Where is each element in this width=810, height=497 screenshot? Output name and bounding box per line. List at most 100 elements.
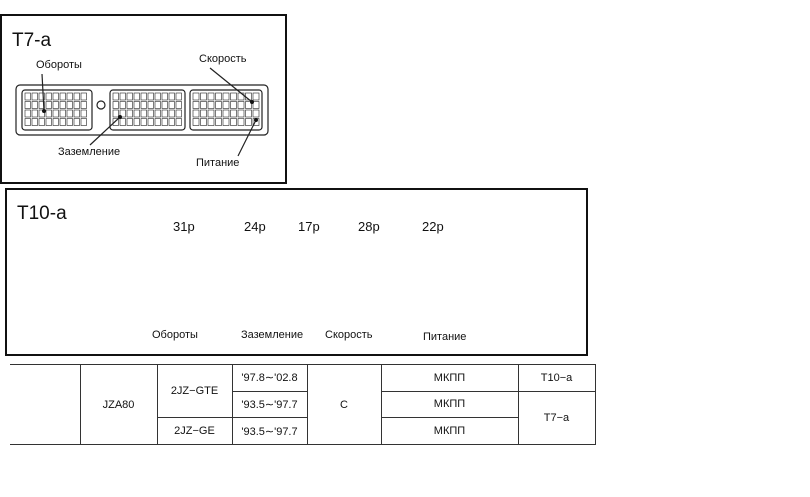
pin-cell [161,101,168,109]
pin-cell [215,92,222,101]
t7a-rpm-pin [42,109,46,113]
trans-type-cell: C [306,364,382,445]
pin-cell [140,92,147,101]
pin-cell [168,118,175,126]
pin-cell [245,109,252,118]
pin-cell [24,92,31,101]
pin-cell [45,109,52,118]
t7a-power-label: Питание [196,157,240,169]
pin-cell [215,118,222,126]
t10a-pins-31p: 31p [173,219,195,234]
t10a-pins-22p: 22p [422,219,444,234]
pin-cell [154,109,161,118]
engine-cell: 2JZ−GTE [156,363,233,419]
t7a-locator-hole [96,100,106,110]
table-blank-cell [10,364,81,445]
t10a-pins-17p: 17p [298,219,320,234]
pin-cell [147,109,154,118]
t7a-connector-panel [0,14,287,184]
pin-cell [24,118,31,126]
pin-cell [119,101,126,109]
pin-cell [230,101,237,109]
t7a-block-1 [21,89,93,131]
pin-cell [52,109,59,118]
pin-cell [230,109,237,118]
pin-cell [147,118,154,126]
pin-cell [237,118,245,126]
pin-cell [147,92,154,101]
t7a-speed-leader [209,67,253,103]
t7a-title: T7-a [12,30,52,51]
gearbox-cell: МКПП [380,390,519,419]
pin-cell [168,109,175,118]
pin-cell [222,118,230,126]
period-cell: '93.5∼'97.7 [231,417,308,445]
pin-cell [38,109,45,118]
pin-cell [59,101,66,109]
pin-cell [73,109,80,118]
t10a-rpm-label: Обороты [152,329,198,341]
t10a-pins-24p: 24p [244,219,266,234]
pin-cell [252,101,260,109]
pin-cell [24,101,31,109]
pin-cell [80,101,87,109]
pin-cell [207,118,215,126]
pin-cell [31,118,38,126]
pin-cell [66,92,73,101]
pin-cell [31,92,38,101]
pin-cell [73,118,80,126]
pin-cell [161,92,168,101]
pin-cell [31,109,38,118]
pin-cell [80,109,87,118]
pin-cell [38,101,45,109]
t10a-power-label: Питание [423,331,467,343]
pin-cell [133,92,140,101]
pin-cell [200,92,207,101]
pin-cell [200,118,207,126]
connector-cell: T7−a [517,390,596,446]
t10a-connector-panel [5,188,588,356]
pin-cell [59,118,66,126]
pin-cell [52,92,59,101]
pin-cell [175,92,182,101]
t10a-pins-28p: 28p [358,219,380,234]
t10a-title: T10-a [17,203,67,224]
t7a-rpm-label: Обороты [36,59,82,71]
pin-cell [154,101,161,109]
pin-cell [222,109,230,118]
pin-cell [207,92,215,101]
pin-cell [175,109,182,118]
t7a-speed-label: Скорость [199,53,247,65]
pin-cell [73,92,80,101]
application-table: JZA80 2JZ−GTE '97.8∼'02.8 C МКПП T10−a '… [10,363,596,446]
t10a-speed-label: Скорость [325,329,373,341]
t7a-ground-leader [89,116,121,146]
t7a-power-pin [254,118,258,122]
pin-cell [45,101,52,109]
pin-cell [66,109,73,118]
pin-cell [230,118,237,126]
pin-cell [126,101,133,109]
pin-cell [52,101,59,109]
period-cell: '93.5∼'97.7 [231,390,308,419]
pin-cell [119,109,126,118]
pin-cell [126,92,133,101]
t7a-pin-markers [42,100,258,122]
pin-cell [140,109,147,118]
pin-cell [252,109,260,118]
pin-cell [126,118,133,126]
pin-cell [45,92,52,101]
pin-cell [112,109,119,118]
pin-cell [133,101,140,109]
pin-cell [222,92,230,101]
t7a-ground-label: Заземление [58,146,121,158]
pin-cell [80,118,87,126]
t7a-block-3 [189,89,263,131]
t7a-ground-pin [118,115,122,119]
pin-cell [215,101,222,109]
pin-cell [192,109,200,118]
pin-cell [38,118,45,126]
pin-cell [168,101,175,109]
t7a-connector-drawing [15,67,269,157]
pin-cell [66,118,73,126]
